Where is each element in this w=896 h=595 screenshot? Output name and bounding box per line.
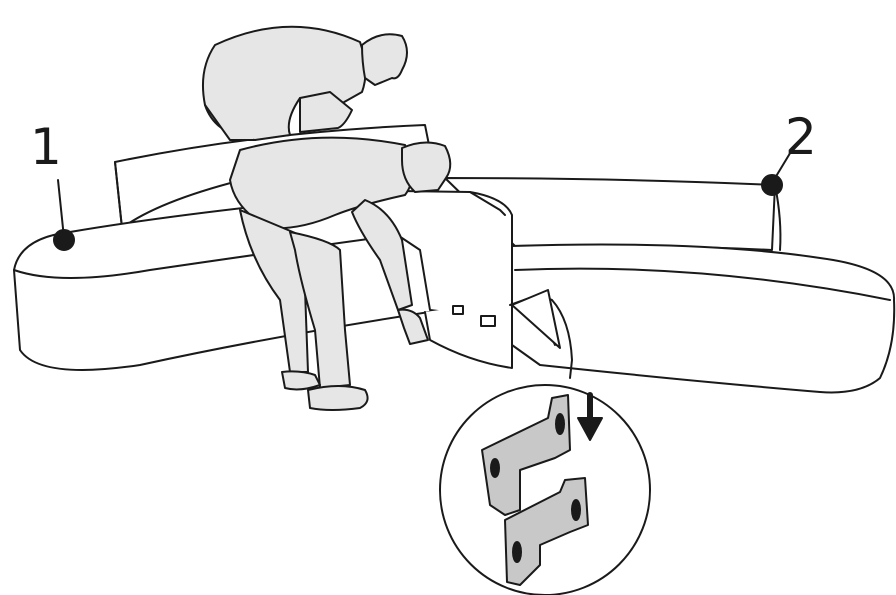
upper-bracket: [481, 394, 571, 516]
callout-label-1: 1: [30, 118, 62, 176]
connector-slot-icon: [480, 315, 496, 327]
curved-arrow-icon: [509, 289, 573, 379]
callout-leader-1: [53, 179, 75, 251]
down-arrow-icon: [577, 392, 603, 441]
sofa-right-section: [444, 177, 896, 394]
person-front: [229, 136, 452, 411]
connector-slot-icon: [452, 305, 464, 315]
person-back: [202, 25, 408, 141]
callout-label-2: 2: [785, 108, 817, 166]
lower-bracket: [504, 477, 589, 586]
dot-marker-icon: [53, 229, 75, 251]
callout-leader-2: [761, 144, 796, 196]
lifted-sofa-module: [329, 189, 513, 369]
dot-marker-icon: [761, 174, 783, 196]
bracket-detail-inset: [439, 384, 651, 595]
